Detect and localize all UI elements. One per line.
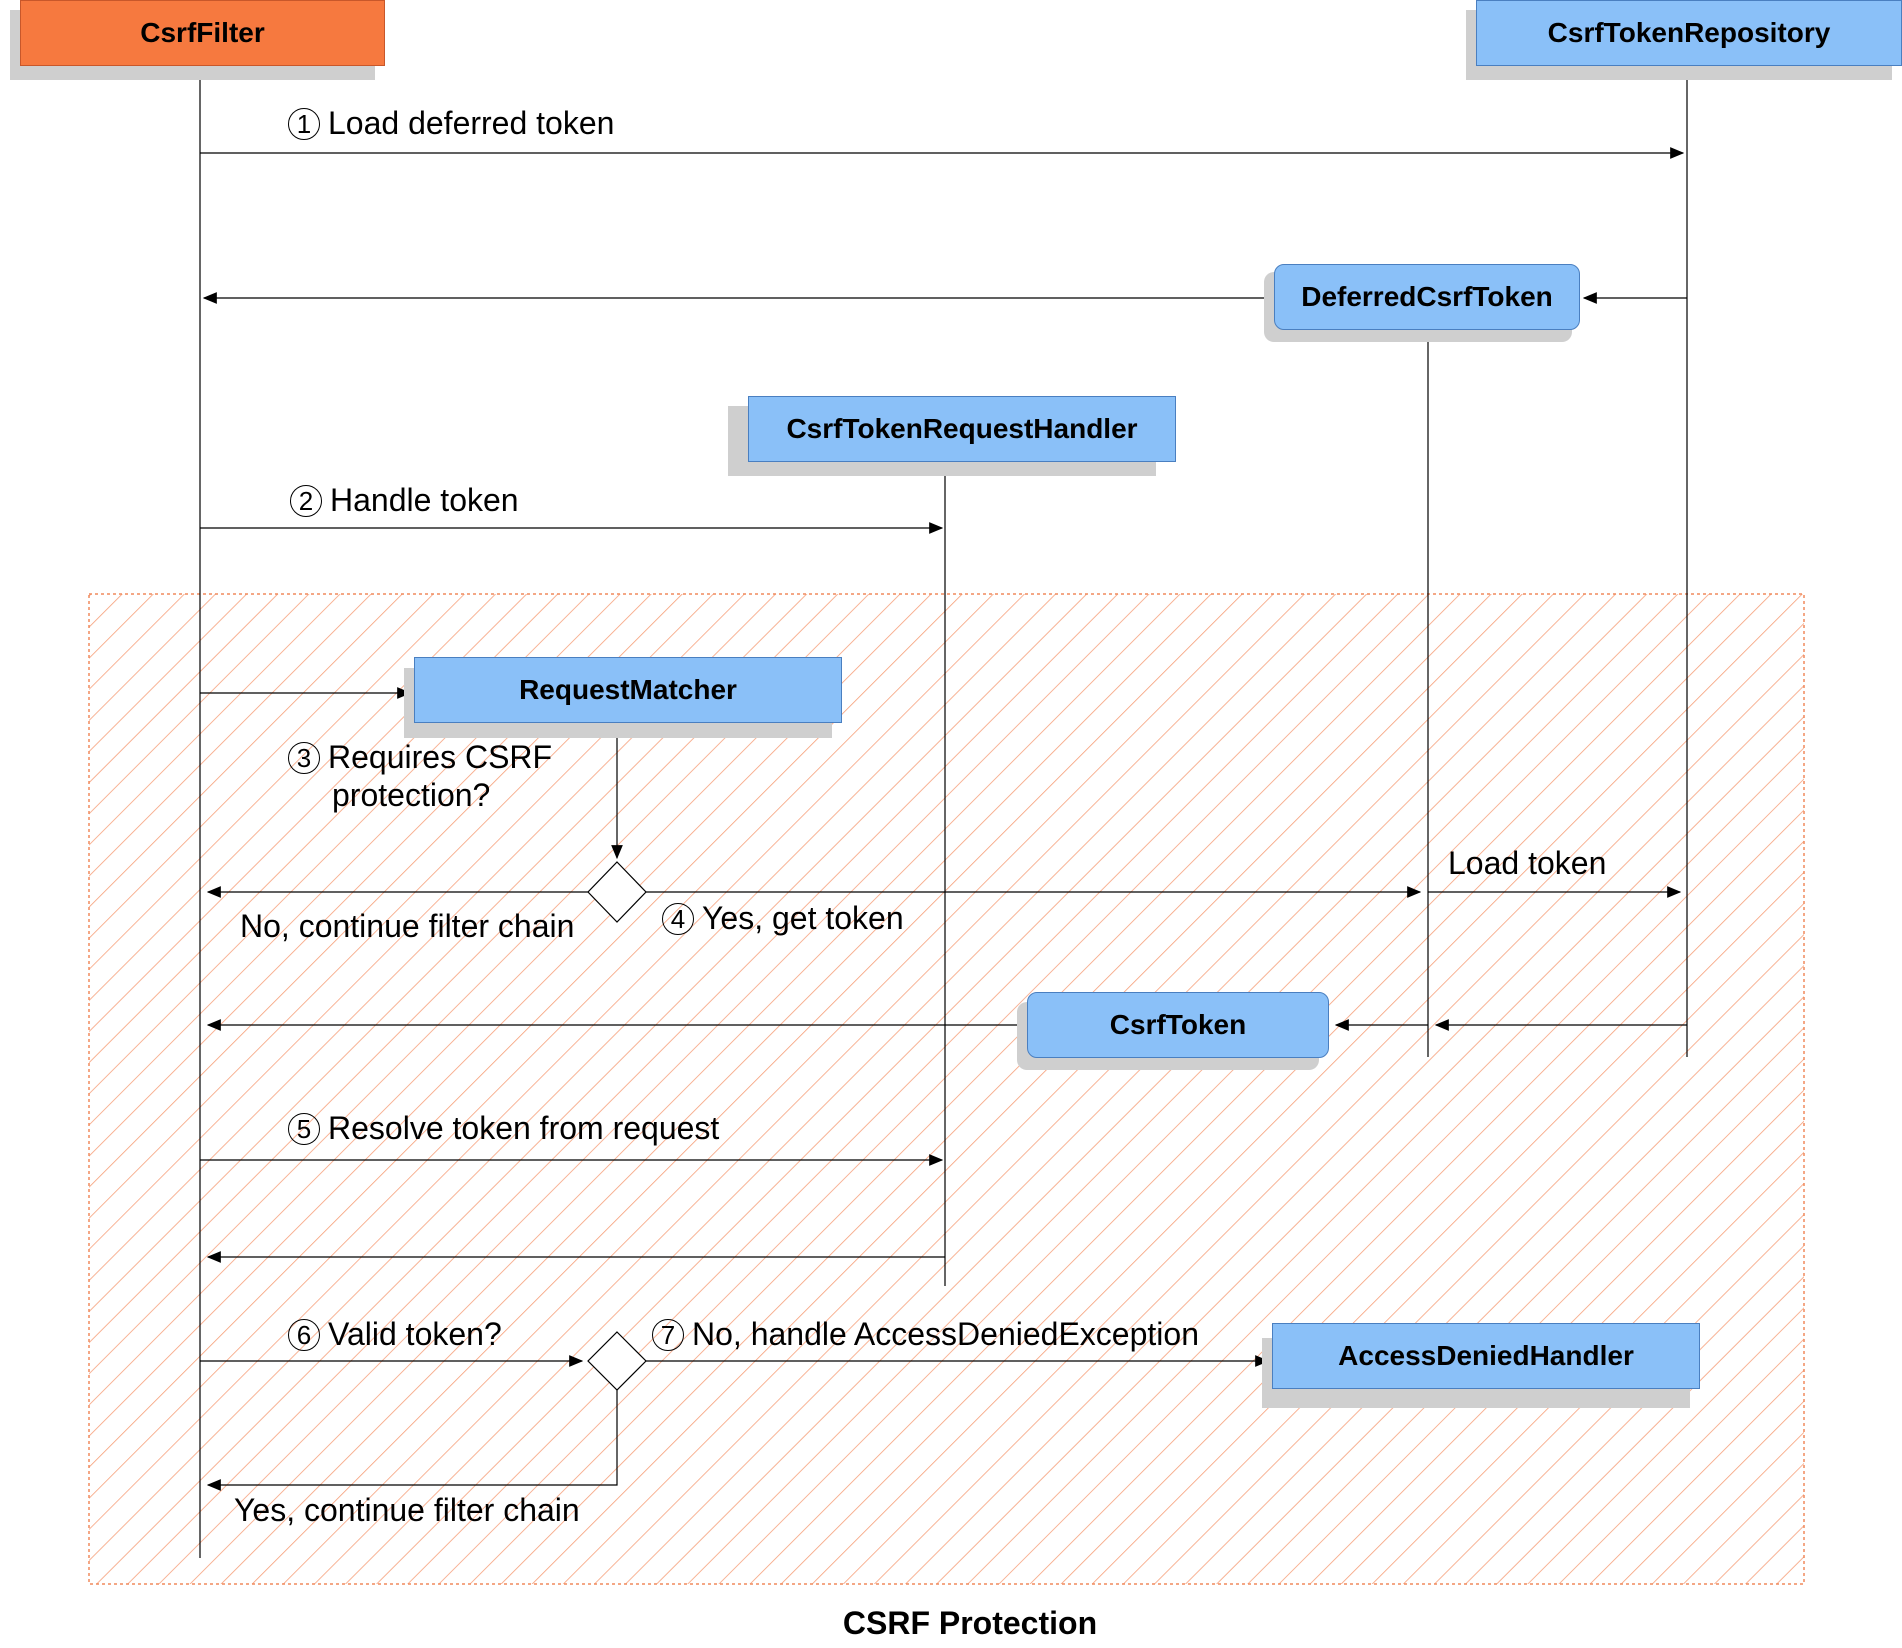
request-matcher-box: RequestMatcher [414,657,842,723]
diagram-caption: CSRF Protection [842,1605,1098,1641]
decision-requires-csrf [587,861,647,923]
no-continue-label: No, continue filter chain [240,908,575,944]
load-token-label: Load token [1448,845,1607,881]
deferred-csrf-token-label: DeferredCsrfToken [1301,281,1553,312]
csrf-token-repository-box: CsrfTokenRepository [1476,0,1902,66]
csrf-filter-box: CsrfFilter [20,0,385,66]
step-2-number: 2 [290,484,322,517]
step-1-number: 1 [288,107,320,140]
step-3-number: 3 [288,741,320,774]
yes-continue-label: Yes, continue filter chain [234,1492,580,1528]
arrow-yes-continue [206,1390,618,1491]
csrf-token-request-handler-box: CsrfTokenRequestHandler [748,396,1176,462]
step-4-number: 4 [662,902,694,935]
csrf-token-repository-label: CsrfTokenRepository [1547,17,1831,48]
step-6-number: 6 [288,1318,320,1351]
step-3-label-line2: protection? [332,777,491,813]
csrf-protection-region [88,593,1805,1585]
csrf-filter-label: CsrfFilter [140,17,265,48]
step-7-number: 7 [652,1318,684,1351]
access-denied-handler-box: AccessDeniedHandler [1272,1323,1700,1389]
step-5-number: 5 [288,1112,320,1145]
deferred-csrf-token-box: DeferredCsrfToken [1274,264,1580,330]
csrf-token-label: CsrfToken [1109,1009,1247,1040]
access-denied-handler-label: AccessDeniedHandler [1338,1340,1634,1371]
request-matcher-label: RequestMatcher [519,674,737,705]
csrf-token-box: CsrfToken [1027,992,1329,1058]
csrf-token-request-handler-label: CsrfTokenRequestHandler [786,413,1138,444]
